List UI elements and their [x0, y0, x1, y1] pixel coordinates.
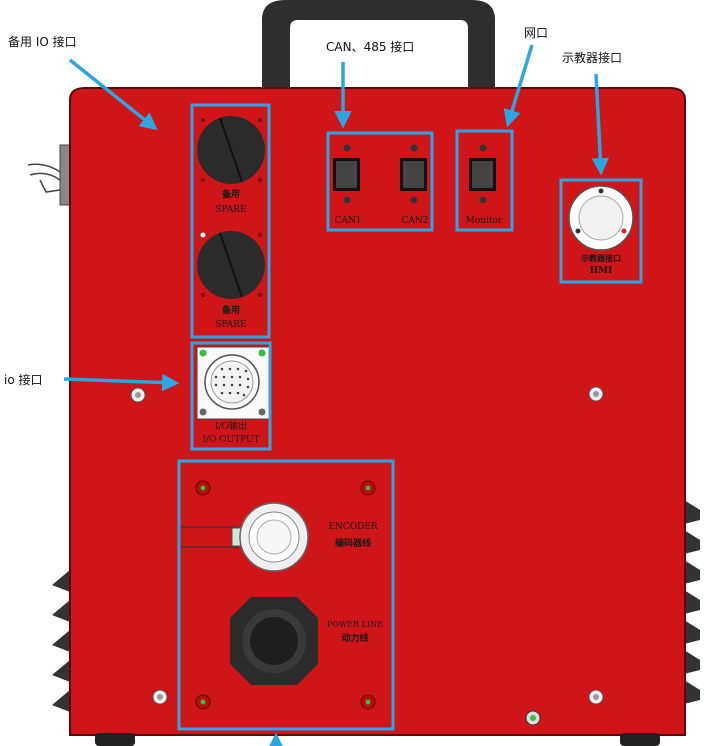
label-spare2-en: SPARE [215, 320, 247, 330]
annotation-network: 网口 [524, 26, 549, 40]
left-cooling-fins [52, 570, 70, 712]
spare-connector-2 [197, 231, 265, 299]
annotation-can-485: CAN、485 接口 [326, 40, 415, 54]
label-spare2-cn: 备用 [221, 306, 240, 316]
foot-left [95, 733, 135, 746]
annotation-io: io 接口 [4, 373, 43, 387]
label-power-cn: 动力线 [341, 634, 369, 644]
label-power-en: POWER LINE [327, 620, 383, 629]
label-spare1-cn: 备用 [221, 190, 240, 200]
label-monitor: Monitor [465, 216, 503, 226]
label-hmi-cn: 示教器接口 [581, 253, 621, 263]
hmi-connector [568, 185, 634, 251]
label-io-en: I/O OUTPUT [202, 435, 260, 445]
ground-terminal [525, 710, 541, 726]
annotation-arrows [63, 44, 610, 746]
annotation-spare-io: 备用 IO 接口 [8, 35, 77, 49]
annotation-teach-pendant: 示教器接口 [562, 51, 623, 65]
label-spare1-en: SPARE [215, 205, 247, 215]
power-line-connector [230, 597, 318, 685]
label-can1: CAN1 [334, 216, 362, 226]
encoder-connector [179, 502, 309, 572]
right-cooling-fins [684, 500, 700, 704]
can1-port [333, 144, 360, 204]
screw [130, 387, 146, 403]
monitor-port [469, 144, 496, 204]
highlight-boxes [177, 103, 643, 731]
foot-right [620, 733, 660, 746]
side-latch [27, 144, 73, 206]
screw [588, 386, 604, 402]
screw [588, 689, 604, 705]
label-io-cn: I/O输出 [215, 422, 247, 432]
can2-port [400, 144, 427, 204]
encoder-power-corner-screws [195, 480, 376, 710]
carry-handle [262, 0, 495, 95]
label-encoder-en: ENCODER [328, 522, 378, 532]
label-hmi-en: HMI [589, 266, 613, 276]
label-encoder-cn: 编码器线 [334, 539, 371, 549]
spare-connector-1 [197, 116, 265, 184]
label-can2: CAN2 [401, 216, 429, 226]
screw [152, 689, 168, 705]
io-output-connector [196, 346, 270, 420]
